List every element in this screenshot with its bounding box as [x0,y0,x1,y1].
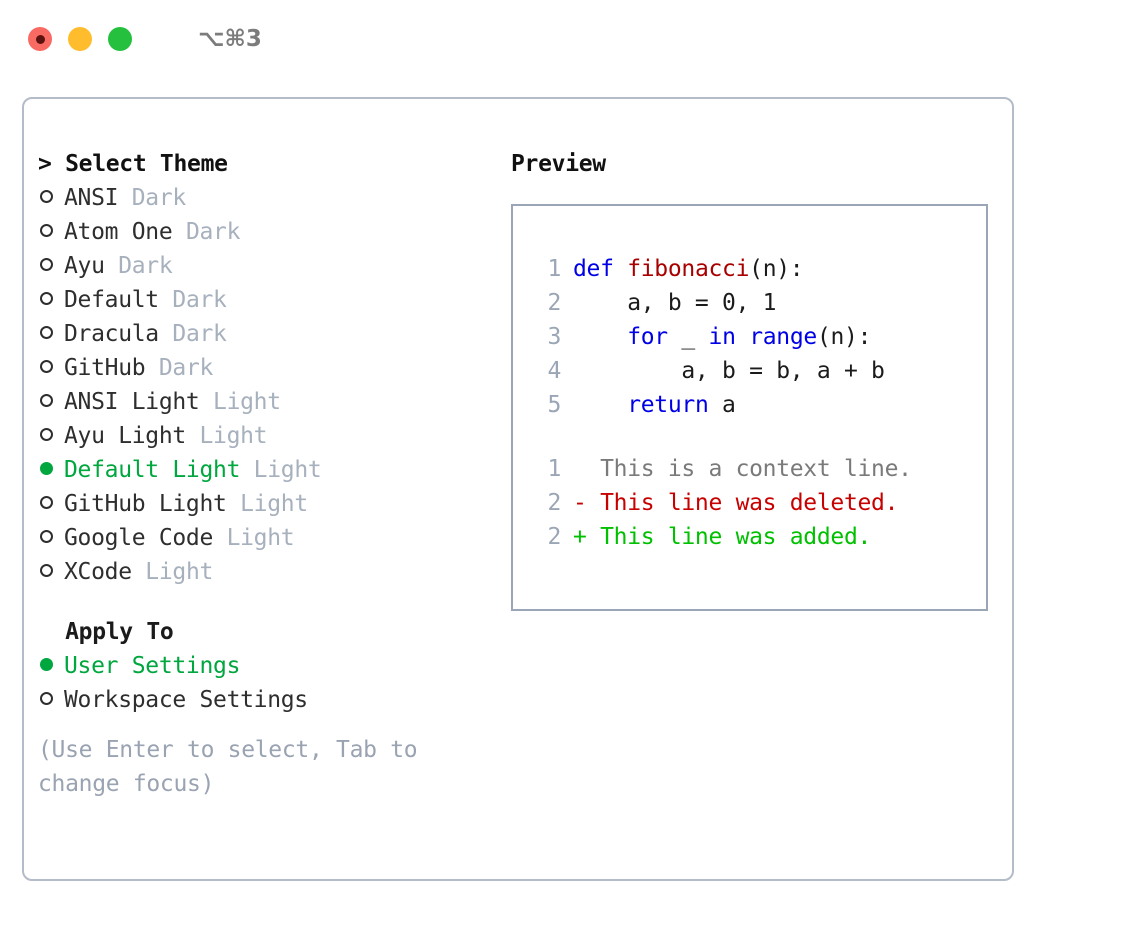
theme-option-label: ANSI [64,185,132,211]
code-line-text: a, b = b, a + b [573,354,885,388]
theme-option-tag: Dark [172,287,227,313]
code-token-plain [573,392,627,418]
preview-title: Preview [511,151,606,177]
code-line-text: a, b = 0, 1 [573,286,776,320]
code-token-fn: fibonacci [627,256,750,282]
theme-option-tag: Light [145,559,214,585]
select-theme-header: > Select Theme [38,151,228,177]
apply-option-workspace-settings[interactable]: Workspace Settings [38,683,502,717]
diff-line-text: + This line was added. [573,524,872,550]
apply-option-label: User Settings [64,653,241,679]
title-bar: ⌥⌘3 [0,0,1140,78]
code-token-plain: a, b = b, a + b [573,358,885,384]
theme-option-label: Default [64,287,173,313]
diff-line-text: - This line was deleted. [573,490,899,516]
code-line: 3 for _ in range(n): [531,320,986,354]
theme-option-label: Ayu Light [64,423,200,449]
theme-option-atom-one[interactable]: Atom One Dark [38,215,502,249]
theme-option-tag: Dark [131,185,187,211]
line-number: 4 [547,358,561,384]
line-number: 1 [547,456,561,482]
apply-to-header: Apply To [38,619,174,645]
theme-option-github[interactable]: GitHub Dark [38,351,502,385]
diff-line-context: 1 This is a context line. [531,452,986,486]
code-line-text: for _ in range(n): [573,320,871,354]
code-token-kw: range [749,324,817,350]
keyboard-hint-text: (Use Enter to select, Tab to change focu… [38,737,431,797]
theme-option-label: Atom One [64,219,186,245]
maximize-button[interactable] [108,27,132,51]
theme-option-tag: Dark [172,321,227,347]
line-number: 1 [547,256,561,282]
theme-option-label: Dracula [64,321,173,347]
theme-option-tag: Dark [118,253,173,279]
theme-option-label: Default Light [64,457,254,483]
theme-option-default[interactable]: Default Dark [38,283,502,317]
close-icon [35,34,45,44]
code-line-text: return a [573,388,736,422]
theme-option-label: Ayu [64,253,119,279]
diff-line-added: 2 + This line was added. [531,520,986,554]
theme-option-tag: Dark [185,219,241,245]
diff-line-text: This is a context line. [573,456,912,482]
code-token-kw: for [627,324,668,350]
theme-option-ansi-light[interactable]: ANSI Light Light [38,385,502,419]
line-number: 2 [547,290,561,316]
diff-sample: 1 This is a context line. 2 - This line wa… [531,452,986,554]
code-line: 2 a, b = 0, 1 [531,286,986,320]
theme-option-ayu[interactable]: Ayu Dark [38,249,502,283]
theme-option-tag: Light [240,491,308,517]
theme-option-default-light[interactable]: Default Light Light [38,453,502,487]
line-number: 5 [547,392,561,418]
theme-option-dracula[interactable]: Dracula Dark [38,317,502,351]
line-number: 3 [547,324,561,350]
code-token-plain: a, b = 0, 1 [573,290,777,316]
theme-option-tag: Light [253,457,322,483]
code-token-kw: in [708,324,736,350]
theme-option-tag: Light [199,423,268,449]
line-number: 2 [547,524,561,550]
diff-line-deleted: 2 - This line was deleted. [531,486,986,520]
code-token-kw: return [627,392,709,418]
theme-option-github-light[interactable]: GitHub Light Light [38,487,502,521]
code-token-plain: _ [667,324,709,350]
theme-option-ayu-light[interactable]: Ayu Light Light [38,419,502,453]
theme-option-label: XCode [64,559,146,585]
code-token-plain [573,324,627,350]
code-line: 1 def fibonacci(n): [531,252,986,286]
keyboard-shortcut-label: ⌥⌘3 [198,26,262,52]
apply-option-label: Workspace Settings [64,687,308,713]
code-token-plain: (n): [816,324,872,350]
code-line-text: def fibonacci(n): [573,252,804,286]
code-line: 5 return a [531,388,986,422]
minimize-button[interactable] [68,27,92,51]
theme-option-tag: Light [213,389,281,415]
theme-option-ansi[interactable]: ANSI Dark [38,181,502,215]
theme-option-label: GitHub [64,355,159,381]
theme-option-label: GitHub Light [64,491,241,517]
theme-option-label: Google Code [64,525,227,551]
code-token-plain: (n): [749,256,804,282]
theme-option-google-code[interactable]: Google Code Light [38,521,502,555]
close-button[interactable] [28,27,52,51]
apply-option-user-settings[interactable]: User Settings [38,649,502,683]
code-line: 4 a, b = b, a + b [531,354,986,388]
theme-option-tag: Dark [158,355,214,381]
theme-option-tag: Light [226,525,295,551]
code-token-plain [736,324,750,350]
line-number: 2 [547,490,561,516]
code-token-kw: def [573,256,628,282]
theme-option-label: ANSI Light [64,389,214,415]
theme-option-xcode[interactable]: XCode Light [38,555,502,589]
code-token-plain: a [708,392,736,418]
